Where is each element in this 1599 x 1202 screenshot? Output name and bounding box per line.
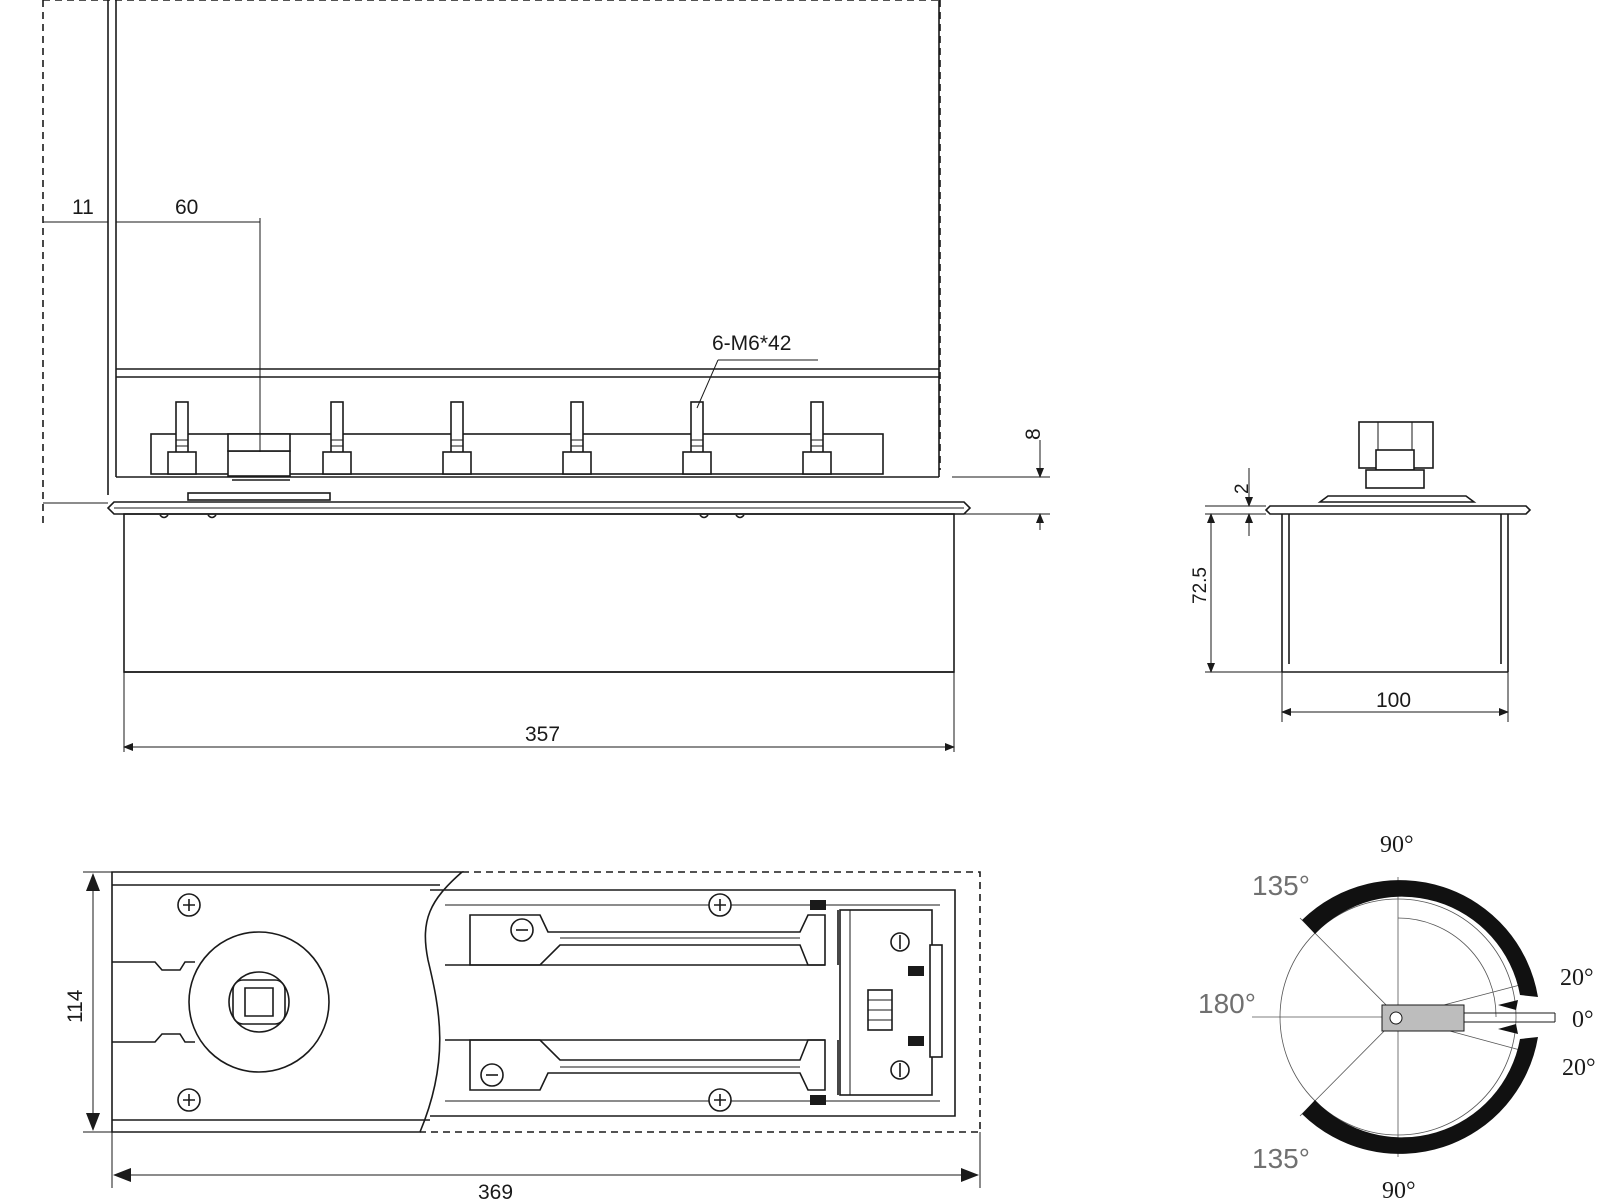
side-body-walls xyxy=(1281,514,1509,672)
front-elevation-view: 11 60 6-M6*42 8 357 xyxy=(42,0,1050,752)
plan-cover-inner-lines xyxy=(112,884,440,1121)
plan-view: 114 369 xyxy=(64,871,981,1202)
pivot-arm-slot xyxy=(112,961,195,1043)
lower-opening-arc xyxy=(1302,1037,1538,1154)
angle-20-upper-label: 20° xyxy=(1560,965,1594,991)
plan-body-inner-lines xyxy=(445,904,940,1102)
side-elevation-view: 2 72.5 100 xyxy=(1190,421,1532,722)
angle-90-top-label: 90° xyxy=(1380,832,1414,858)
upper-spring-assembly xyxy=(469,914,826,966)
angle-0-label: 0° xyxy=(1572,1007,1594,1033)
bolt-callout-label: 6-M6*42 xyxy=(712,332,791,355)
bolt-callout-leader xyxy=(696,359,818,409)
bolt xyxy=(442,401,472,475)
angle-180-label: 180° xyxy=(1198,988,1256,1019)
side-spindle-neck xyxy=(1375,449,1415,471)
valve-thread xyxy=(868,999,892,1021)
axis-135-lower xyxy=(1299,1016,1399,1117)
pivot-ring xyxy=(228,971,290,1033)
dim-369-extensions xyxy=(111,1132,981,1188)
upper-opening-arc xyxy=(1302,880,1538,997)
plan-cover-outline xyxy=(420,871,981,1133)
screw-icon xyxy=(708,893,732,917)
screw-icon xyxy=(708,1088,732,1112)
pivot-arm-hole xyxy=(1389,1011,1403,1025)
angle-135-upper-label: 135° xyxy=(1252,870,1310,901)
valve-nut xyxy=(908,966,924,976)
side-pivot-washer xyxy=(1317,495,1477,503)
angle-135-lower-label: 135° xyxy=(1252,1143,1310,1174)
dim-100-label: 100 xyxy=(1376,689,1411,712)
bolt xyxy=(167,401,197,475)
dim-114-extensions xyxy=(83,871,112,1133)
dim-114-label: 114 xyxy=(64,989,87,1023)
dim-2-extensions xyxy=(1205,505,1266,515)
axis-135-upper xyxy=(1299,917,1399,1018)
end-cap xyxy=(929,944,943,1058)
screw-icon xyxy=(890,1060,910,1080)
screw-icon xyxy=(177,893,201,917)
dim-11-label: 11 xyxy=(72,196,94,219)
valve-nut xyxy=(810,900,826,910)
screw-icon xyxy=(177,1088,201,1112)
dim-72-5-label: 72.5 xyxy=(1190,567,1211,604)
side-cover-plate xyxy=(1264,505,1532,515)
plan-body-outline xyxy=(430,889,956,1117)
lower-arc-arrowhead xyxy=(1498,1024,1518,1034)
dim-8-label: 8 xyxy=(1022,428,1045,440)
angle-20-lower-label: 20° xyxy=(1562,1055,1596,1081)
pivot-spindle-inner xyxy=(244,987,274,1017)
spindle xyxy=(187,433,331,501)
bolt xyxy=(682,401,712,475)
bolt xyxy=(802,401,832,475)
spring-body-box xyxy=(123,513,955,673)
opening-angle-diagram: 90° 90° 135° 135° 180° 0° 20° 20° xyxy=(1198,832,1596,1202)
central-body-lines xyxy=(445,964,825,1041)
inner-arc xyxy=(1397,917,1497,1018)
bolt xyxy=(322,401,352,475)
angle-90-bottom-label: 90° xyxy=(1382,1178,1416,1202)
side-spindle-base xyxy=(1365,469,1425,489)
dim-2-label: 2 xyxy=(1232,483,1253,494)
bolt-group xyxy=(167,401,832,475)
valve-nut xyxy=(810,1095,826,1105)
plan-cover-plate xyxy=(111,871,465,1133)
screw-icon xyxy=(890,932,910,952)
dim-369-label: 369 xyxy=(478,1181,513,1202)
dim-357-label: 357 xyxy=(525,723,560,746)
dim-357-extensions xyxy=(123,672,955,752)
lower-spring-assembly xyxy=(469,1039,826,1091)
closed-position-indicator xyxy=(1464,1012,1556,1023)
upper-arc-arrowhead xyxy=(1498,1000,1518,1010)
pivot-spindle-square xyxy=(232,979,286,1025)
bolt xyxy=(562,401,592,475)
dim-60-label: 60 xyxy=(175,196,198,219)
valve-nut xyxy=(908,1036,924,1046)
plate-screws xyxy=(159,514,745,519)
